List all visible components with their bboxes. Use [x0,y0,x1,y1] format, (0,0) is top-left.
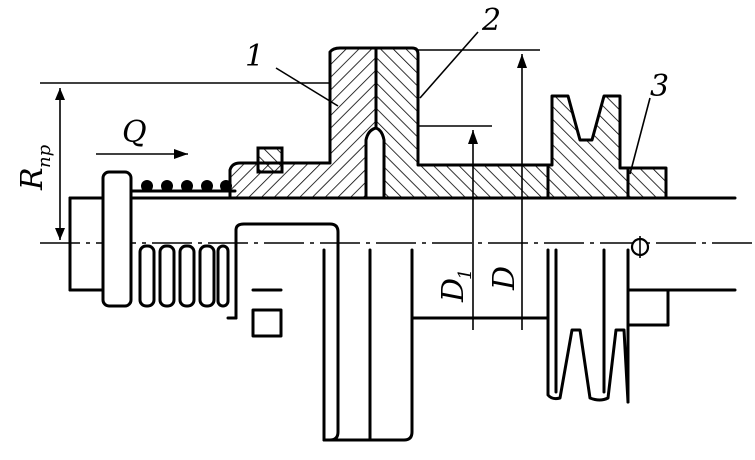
part-1-half-coupling [228,46,378,200]
label-radius: R пр [15,144,55,191]
svg-text:R: R [15,167,50,191]
label-diameter-d: D [487,266,522,291]
label-part-2: 2 [481,3,501,38]
spring-section [129,180,237,193]
label-part-3: 3 [650,69,669,104]
label-part-1: 1 [245,39,264,74]
label-force-q: Q [122,115,147,150]
part-3-pulley [546,94,668,200]
svg-text:1: 1 [455,269,476,280]
svg-text:пр: пр [34,144,55,168]
spring-coils [138,244,230,308]
pulley-lower-view [546,236,650,404]
svg-text:D: D [436,278,471,303]
leader-lines [275,31,651,175]
label-diameter-d1: D 1 [436,269,476,303]
dimension-lines [40,49,540,330]
end-collar [101,170,133,308]
svg-text:D: D [487,266,522,291]
coupling-lower-view [234,222,414,442]
